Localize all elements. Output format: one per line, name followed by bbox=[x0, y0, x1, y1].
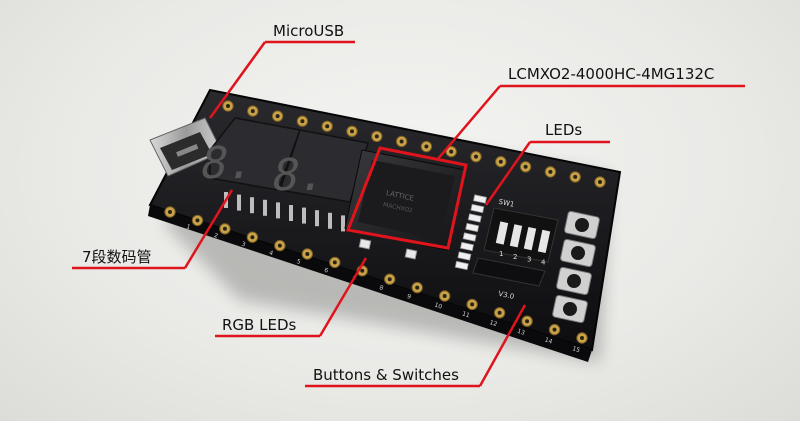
dip-number: 2 bbox=[513, 253, 517, 261]
callout-overlay bbox=[72, 40, 745, 388]
dip-number: 1 bbox=[499, 250, 503, 258]
pin-number: 13 bbox=[516, 328, 526, 337]
display-pin bbox=[328, 212, 332, 229]
led-column bbox=[454, 194, 487, 271]
led bbox=[467, 213, 482, 223]
tactile-buttons bbox=[552, 210, 600, 324]
pin-number: 1 bbox=[185, 223, 191, 231]
pin-number: 3 bbox=[241, 241, 247, 249]
dip-number: 3 bbox=[527, 256, 531, 264]
fpga-highlight-box bbox=[345, 146, 468, 250]
dip-key bbox=[495, 221, 509, 245]
dip-number: 4 bbox=[541, 258, 546, 266]
pin-number: 2 bbox=[213, 232, 219, 240]
led bbox=[473, 194, 487, 204]
rgb-leds bbox=[358, 238, 418, 260]
svg-text:8.: 8. bbox=[267, 150, 331, 200]
led bbox=[460, 241, 474, 252]
dip-key bbox=[537, 229, 551, 253]
microusb-connector bbox=[149, 117, 223, 177]
header-pads-top bbox=[222, 100, 606, 188]
pin-number: 12 bbox=[489, 319, 499, 328]
display-pin bbox=[276, 202, 280, 219]
pin-header bbox=[472, 257, 546, 287]
sw-silkscreen: SW1 bbox=[498, 198, 515, 209]
callout-pointer-fpga bbox=[436, 85, 501, 161]
display-pin bbox=[289, 205, 293, 221]
fpga-chip: LATTICE MACHXO2 bbox=[344, 149, 466, 251]
dip-key bbox=[523, 227, 537, 251]
display-pin bbox=[237, 194, 241, 211]
pin-number: 11 bbox=[461, 310, 471, 319]
callout-pointer-buttons bbox=[478, 304, 527, 387]
seven-segment-display: 8. 8. bbox=[196, 117, 369, 232]
label-rgb-leds: RGB LEDs bbox=[222, 316, 297, 334]
pin-number: 6 bbox=[323, 267, 329, 275]
pin-number: 10 bbox=[434, 302, 444, 311]
callout-pointer-leds bbox=[484, 141, 532, 206]
pin-number: 9 bbox=[406, 293, 412, 301]
pin-number: 14 bbox=[544, 337, 554, 346]
header-pads-bottom bbox=[164, 206, 588, 344]
display-pin bbox=[315, 210, 319, 227]
display-pin bbox=[263, 199, 267, 216]
pin-number: 4 bbox=[268, 249, 274, 257]
label-seven-segment: 7段数码管 bbox=[82, 248, 152, 266]
display-pin bbox=[341, 215, 345, 232]
pin-number: 8 bbox=[378, 284, 384, 292]
dip-switch: SW1 1 2 3 4 bbox=[483, 198, 559, 266]
label-microusb: MicroUSB bbox=[273, 22, 345, 40]
led bbox=[470, 203, 485, 214]
label-buttons-switches: Buttons & Switches bbox=[313, 366, 459, 384]
callout-pointer-microusb bbox=[208, 41, 267, 119]
pcb-edge bbox=[148, 205, 592, 362]
svg-text:8.: 8. bbox=[196, 138, 260, 188]
display-pin bbox=[250, 197, 254, 214]
version-silkscreen: V3.0 bbox=[498, 290, 515, 301]
led bbox=[465, 222, 480, 233]
dip-key bbox=[509, 224, 523, 248]
callout-pointer-rgb bbox=[318, 257, 368, 337]
led bbox=[462, 232, 477, 242]
led bbox=[457, 251, 472, 261]
led bbox=[454, 260, 469, 271]
display-pin bbox=[302, 207, 306, 224]
label-leds: LEDs bbox=[545, 121, 583, 139]
pin-number: 15 bbox=[571, 345, 581, 354]
pin-number: 5 bbox=[296, 258, 302, 266]
label-fpga: LCMXO2-4000HC-4MG132C bbox=[508, 65, 715, 83]
callout-pointer-seven-seg bbox=[183, 189, 234, 269]
